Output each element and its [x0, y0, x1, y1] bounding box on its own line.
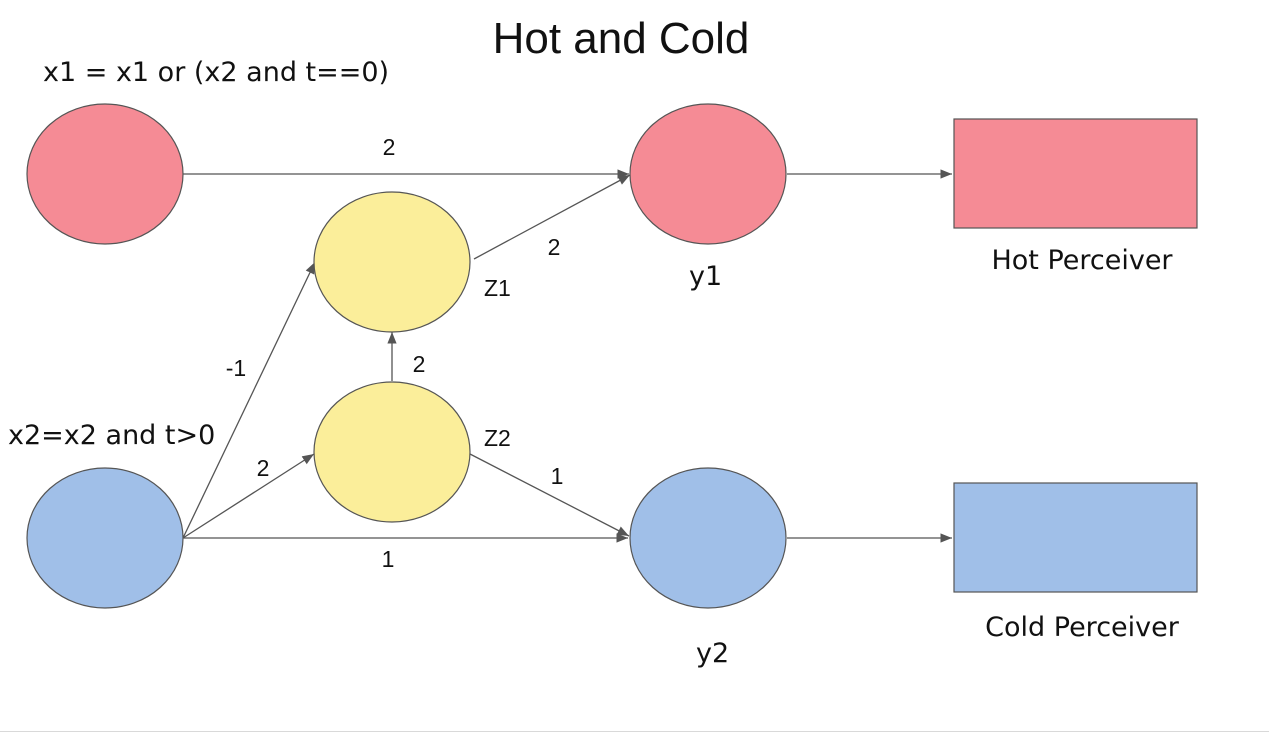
hot-perceiver-label: Hot Perceiver [991, 245, 1173, 276]
edges [182, 169, 952, 543]
x1-rule-label: x1 = x1 or (x2 and t==0) [43, 57, 389, 88]
z2-node [313, 381, 471, 523]
y2-label: y2 [696, 638, 729, 669]
x2-node [26, 467, 184, 609]
weight-x2-z2: 2 [257, 455, 270, 481]
z1-node [313, 191, 471, 333]
weight-z2-y2: 1 [551, 463, 564, 489]
x1-node [26, 103, 184, 245]
edge-x2-z2 [182, 453, 315, 539]
edge-z1-y1 [473, 174, 631, 260]
weight-x2-y2: 1 [382, 546, 395, 572]
bottom-divider [0, 731, 1269, 732]
edge-z2-y2 [469, 453, 630, 537]
diagram-title: Hot and Cold [493, 14, 750, 63]
edge-x2-z1 [182, 261, 316, 539]
cold-perceiver-label: Cold Perceiver [985, 612, 1180, 643]
weight-x2-z1: -1 [226, 355, 246, 381]
cold-perceiver-box [953, 482, 1198, 593]
weight-z1-y1: 2 [548, 234, 561, 260]
y2-node [629, 467, 787, 609]
weight-x1-y1: 2 [383, 134, 396, 160]
weight-z2-z1: 2 [413, 351, 426, 377]
y1-label: y1 [689, 261, 722, 292]
z1-label: Z1 [484, 275, 511, 301]
hot-perceiver-box [953, 118, 1198, 229]
x2-rule-label: x2=x2 and t>0 [8, 420, 215, 451]
z2-label: Z2 [484, 425, 511, 451]
y1-node [629, 103, 787, 245]
